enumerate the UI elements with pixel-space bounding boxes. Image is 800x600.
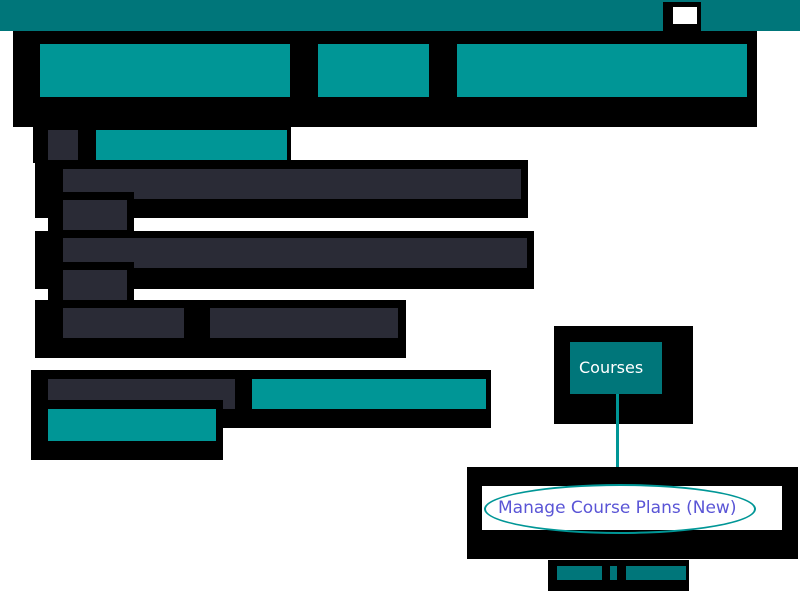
bottom-control-left[interactable] [557,566,602,580]
courses-menu-item[interactable]: Courses [570,342,662,394]
manage-course-plans-link[interactable]: Manage Course Plans (New) [482,486,782,530]
bottom-control-divider [610,566,617,580]
content-block-2-sub-line [63,270,127,300]
bottom-control-right[interactable] [626,566,686,580]
section-heading-link[interactable] [96,130,287,160]
nav-item-3[interactable] [457,44,747,97]
section-heading-icon [48,130,78,160]
nav-item-1[interactable] [40,44,290,97]
content-block-1-sub-line [63,200,127,230]
content-block-2-line [63,238,527,268]
content-block-4-link[interactable] [252,379,486,409]
courses-menu-label: Courses [579,358,644,377]
content-block-3-field-a [63,308,184,338]
nav-item-2[interactable] [318,44,429,97]
content-block-3-field-b [210,308,398,338]
header-widget-button[interactable] [673,7,697,24]
content-block-4-sub-link[interactable] [48,409,216,441]
manage-course-plans-label: Manage Course Plans (New) [498,498,737,518]
callout-connector-line [616,394,619,467]
content-block-1-line [63,169,521,199]
